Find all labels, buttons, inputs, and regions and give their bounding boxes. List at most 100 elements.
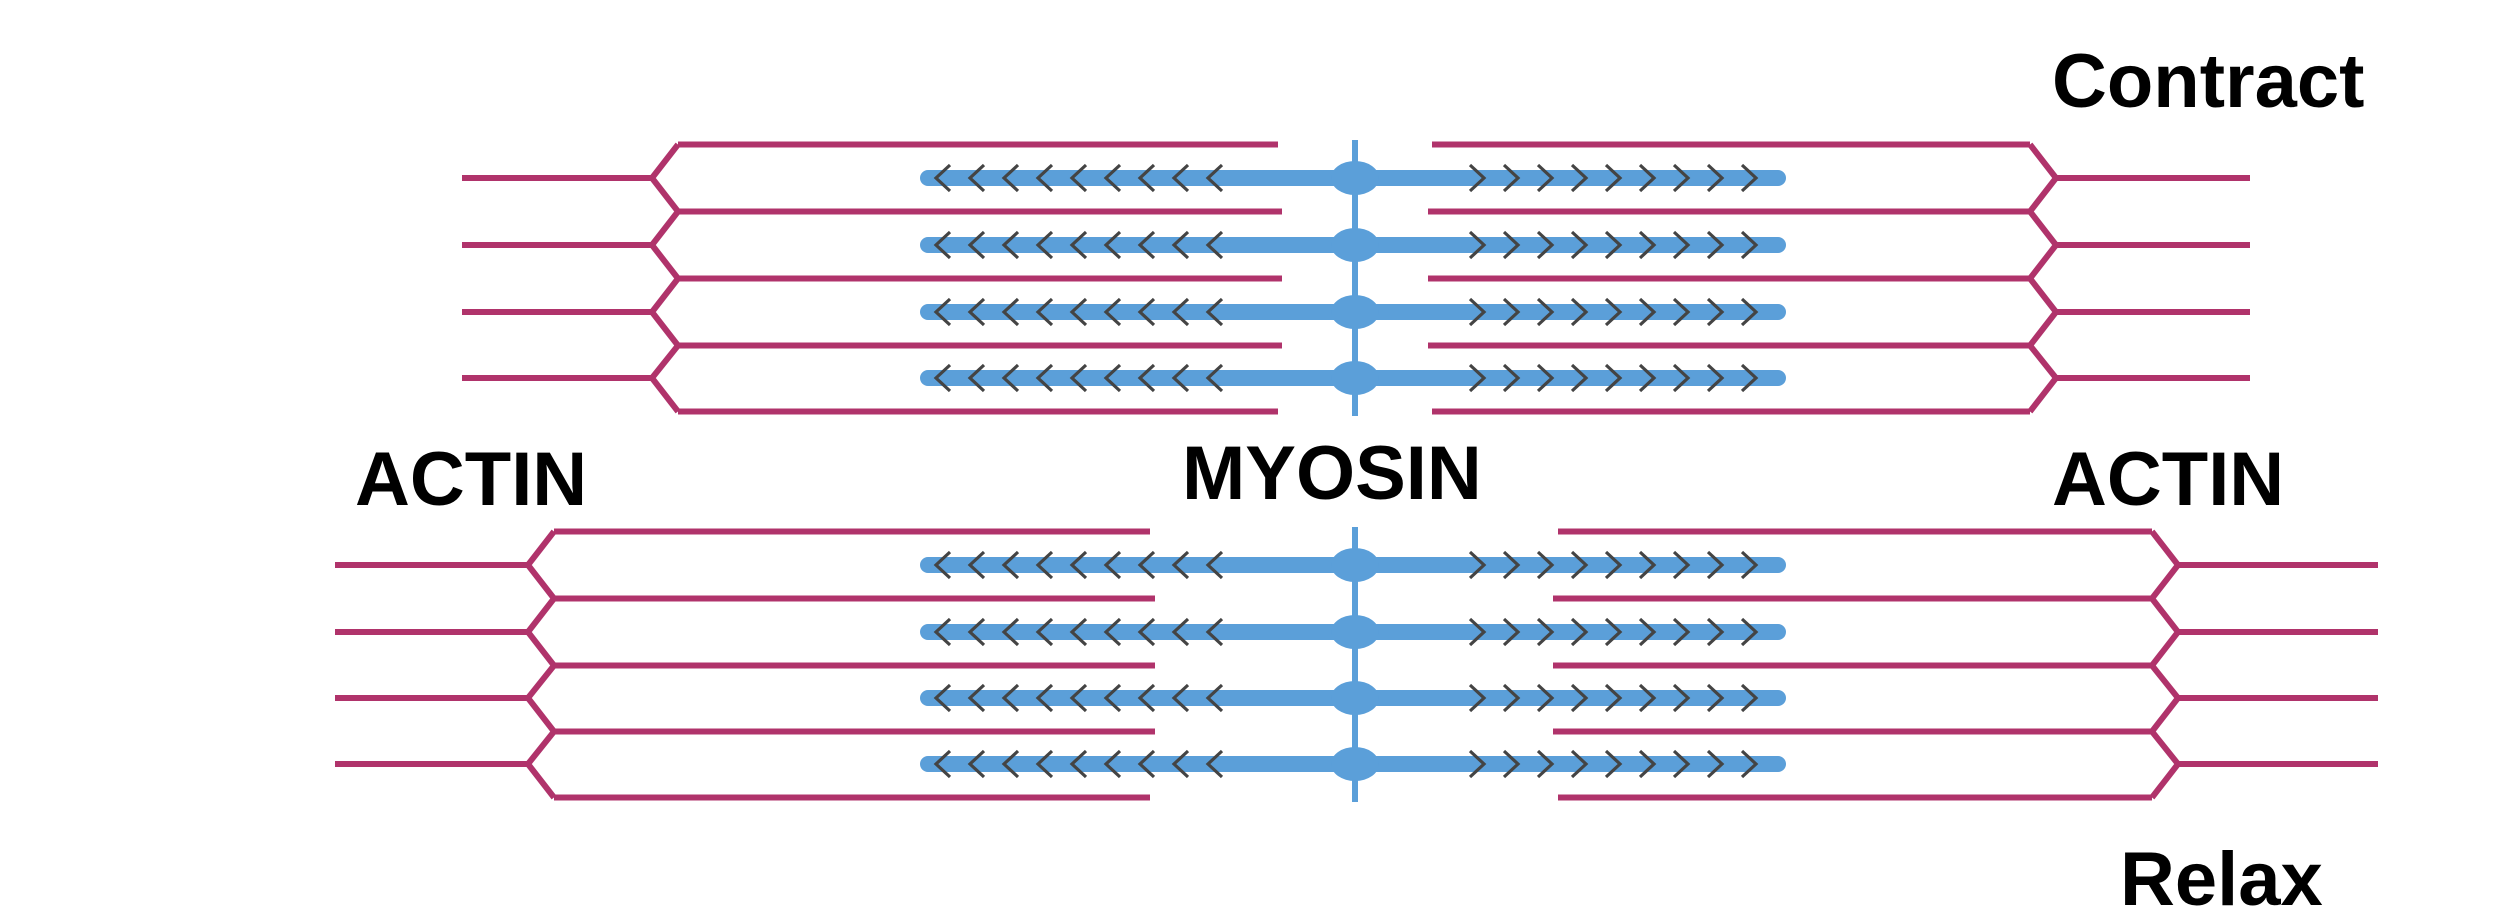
myosin-head	[1502, 550, 1521, 580]
myosin-head	[1604, 617, 1623, 647]
myosin-head	[1536, 163, 1555, 193]
myosin-head	[1706, 683, 1725, 713]
myosin-head	[967, 550, 986, 580]
myosin-head	[1103, 749, 1122, 779]
myosin-head	[1001, 363, 1020, 393]
myosin-head	[1536, 297, 1555, 327]
myosin-head	[1502, 230, 1521, 260]
myosin-head	[1502, 683, 1521, 713]
myosin-head	[1035, 683, 1054, 713]
myosin-head	[1672, 683, 1691, 713]
myosin-head	[967, 749, 986, 779]
myosin-head	[1740, 683, 1759, 713]
actin-label-left: ACTIN	[355, 437, 588, 522]
myosin-head	[1706, 749, 1725, 779]
myosin-head	[933, 749, 952, 779]
myosin-head	[1672, 363, 1691, 393]
myosin-head	[1570, 683, 1589, 713]
myosin-head	[1205, 163, 1224, 193]
myosin-head	[1468, 363, 1487, 393]
myosin-head	[1171, 617, 1190, 647]
myosin-head	[1502, 363, 1521, 393]
myosin-head	[1468, 749, 1487, 779]
myosin-head	[1069, 163, 1088, 193]
myosin-head	[1706, 363, 1725, 393]
myosin-head	[1502, 163, 1521, 193]
myosin-head	[1604, 297, 1623, 327]
myosin-head	[1536, 683, 1555, 713]
myosin-head	[1001, 550, 1020, 580]
myosin-head	[1205, 550, 1224, 580]
myosin-head	[1536, 230, 1555, 260]
z-disc-left	[525, 529, 557, 800]
myosin-head	[1638, 230, 1657, 260]
myosin-head	[1468, 163, 1487, 193]
myosin-head	[1604, 550, 1623, 580]
myosin-head	[1570, 617, 1589, 647]
myosin-head	[1069, 617, 1088, 647]
myosin-head	[1205, 230, 1224, 260]
myosin-head	[1570, 163, 1589, 193]
myosin-head	[1468, 550, 1487, 580]
myosin-head	[1137, 163, 1156, 193]
myosin-head	[1502, 749, 1521, 779]
myosin-head	[933, 297, 952, 327]
myosin-head	[1604, 163, 1623, 193]
myosin-head	[1035, 163, 1054, 193]
myosin-head	[1502, 617, 1521, 647]
myosin-head	[1672, 230, 1691, 260]
myosin-head	[1706, 163, 1725, 193]
myosin-head	[1706, 297, 1725, 327]
myosin-head	[1672, 617, 1691, 647]
myosin-head	[1171, 550, 1190, 580]
myosin-head	[933, 163, 952, 193]
myosin-head	[1570, 550, 1589, 580]
myosin-head	[1171, 297, 1190, 327]
myosin-head	[1001, 230, 1020, 260]
myosin-head	[1672, 163, 1691, 193]
myosin-head	[933, 363, 952, 393]
myosin-head	[1137, 749, 1156, 779]
myosin-head	[1171, 230, 1190, 260]
myosin-head	[1536, 617, 1555, 647]
myosin-head	[1137, 230, 1156, 260]
myosin-head	[1536, 749, 1555, 779]
myosin-head	[1638, 749, 1657, 779]
myosin-head	[1001, 617, 1020, 647]
myosin-head	[1570, 230, 1589, 260]
myosin-head	[1468, 230, 1487, 260]
myosin-head	[967, 297, 986, 327]
myosin-head	[1205, 297, 1224, 327]
myosin-head	[1171, 749, 1190, 779]
myosin-head	[1069, 550, 1088, 580]
myosin-head	[1069, 297, 1088, 327]
myosin-head	[1171, 163, 1190, 193]
myosin-head	[1638, 617, 1657, 647]
myosin-head	[1740, 230, 1759, 260]
myosin-head	[1001, 749, 1020, 779]
relax-label: Relax	[2120, 837, 2323, 922]
myosin-head	[1706, 617, 1725, 647]
myosin-head	[1570, 297, 1589, 327]
myosin-head	[1740, 617, 1759, 647]
myosin-head	[1570, 749, 1589, 779]
myosin-head	[1069, 230, 1088, 260]
myosin-head	[933, 617, 952, 647]
myosin-head	[1001, 683, 1020, 713]
myosin-head	[1740, 363, 1759, 393]
myosin-head	[1570, 363, 1589, 393]
z-disc-right	[2027, 142, 2059, 414]
myosin-head	[1536, 550, 1555, 580]
myosin-head	[1502, 297, 1521, 327]
myosin-head	[933, 683, 952, 713]
myosin-head	[1604, 749, 1623, 779]
z-disc-left	[649, 142, 681, 414]
myosin-head	[1638, 550, 1657, 580]
myosin-label: MYOSIN	[1182, 431, 1482, 516]
myosin-head	[967, 163, 986, 193]
myosin-head	[1035, 550, 1054, 580]
myosin-head	[1740, 749, 1759, 779]
myosin-head	[1672, 297, 1691, 327]
